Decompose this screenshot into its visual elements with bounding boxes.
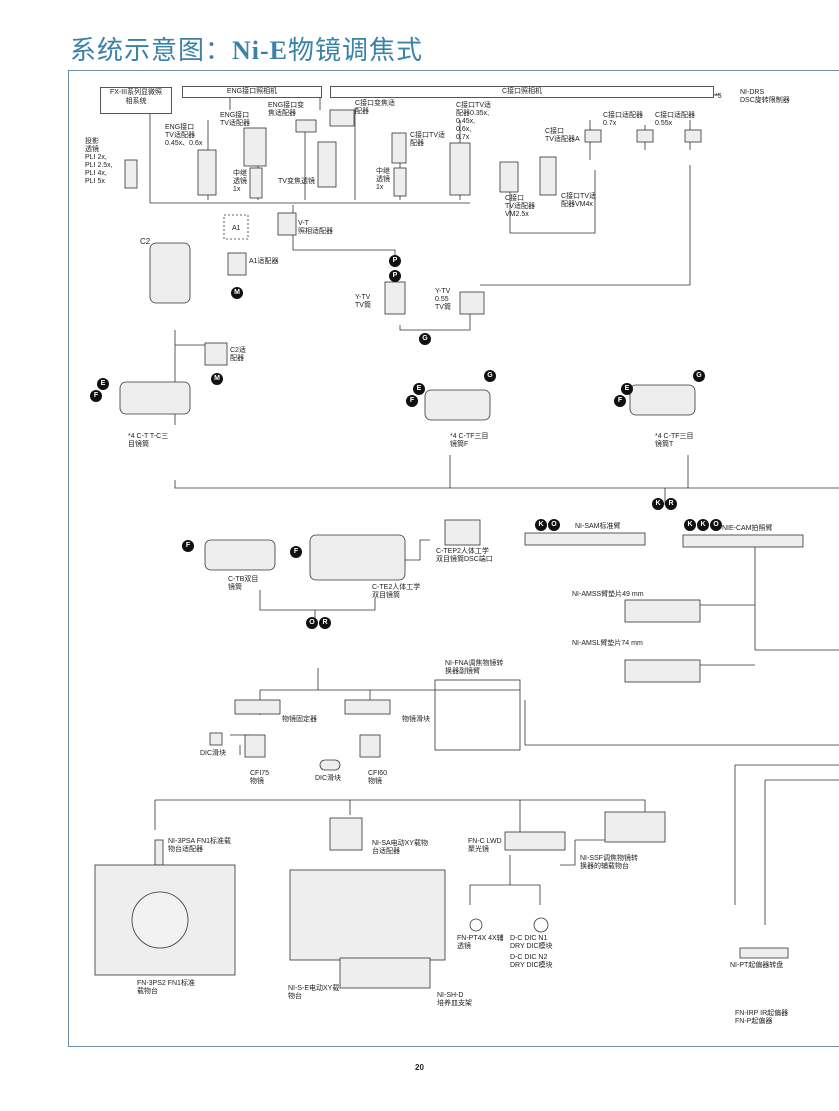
fn-irp-label: FN-IRP IR起偏器 FN-P起偏器 <box>735 1010 789 1025</box>
badge-o-3: O <box>306 617 318 629</box>
badge-p-2: P <box>389 270 401 282</box>
ni-se-label: NI-S-E电动XY载 物台 <box>288 985 340 1000</box>
page-title: 系统示意图：Ni-E物镜调焦式 <box>70 36 424 66</box>
badge-k-2: K <box>535 519 547 531</box>
fn-c-lwd-label: FN-C LWD 聚光镜 <box>468 838 502 853</box>
dic-slider-2-label: DIC滑块 <box>315 775 342 782</box>
badge-e-1: E <box>97 378 109 390</box>
badge-g-2: G <box>484 370 496 382</box>
badge-m-2: M <box>211 373 223 385</box>
c2-label: C2 <box>140 237 151 246</box>
badge-f-1: F <box>90 390 102 402</box>
y-tv-label: Y-TV TV筒 <box>355 294 371 309</box>
diagram-frame <box>68 70 839 1047</box>
badge-r-1: R <box>665 498 677 510</box>
ni-amss-label: NI-AMSS臂垫片49 mm <box>572 591 644 598</box>
badge-f-4: F <box>182 540 194 552</box>
obj-slider-label: 物镜滑块 <box>402 716 430 723</box>
eng-camera-header: ENG接口照相机 <box>182 86 322 98</box>
page-number: 20 <box>415 1063 424 1072</box>
c2-adapter-label: C2适 配器 <box>230 347 246 362</box>
c-zoom-adapter-label: C接口变焦适 配器 <box>355 100 396 115</box>
badge-g-3: G <box>693 370 705 382</box>
tv-zoom-lens-label: TV变焦透镜 <box>278 178 315 185</box>
badge-k-3: K <box>684 519 696 531</box>
ctt-tc-label: *4 C-T T-C三 目镜筒 <box>128 433 169 448</box>
badge-k-1: K <box>652 498 664 510</box>
ni-pt-label: NI-PT起偏器转盘 <box>730 962 784 969</box>
badge-o-2: O <box>710 519 722 531</box>
c-adapter-055-label: C接口适配器 0.55x <box>655 112 696 127</box>
badge-k-4: K <box>697 519 709 531</box>
ni-amsl-label: NI-AMSL臂垫片74 mm <box>572 640 643 647</box>
badge-e-2: E <box>413 383 425 395</box>
eng-tv-adapter2-label: ENG接口 TV适配器 <box>220 112 250 127</box>
cfi60-label: CFI60 物镜 <box>368 770 388 785</box>
badge-f-2: F <box>406 395 418 407</box>
c-tv-adapter-multi-label: C接口TV适 配器0.35x, 0.45x, 0.6x, 0.7x <box>456 102 491 141</box>
dc-dic-n2-label: D-C DIC N2 DRY DIC模块 <box>510 954 553 969</box>
ni-3psa-label: NI-3PSA FN1标准载 物台适配器 <box>168 838 232 853</box>
badge-m-1: M <box>231 287 243 299</box>
c-tv-vm4-label: C接口TV适 配器VM4x <box>561 193 596 208</box>
fx3-system-header: FX-III系列显微照 相系统 <box>100 87 172 114</box>
dc-dic-n1-label: D-C DIC N1 DRY DIC模块 <box>510 935 553 950</box>
relay-lens-1-label: 中继 透镜 1x <box>233 170 247 193</box>
c-tep2-label: C-TEP2人体工学 双目镜筒DSC端口 <box>436 548 493 563</box>
c-tv-vm25-label: C接口 TV适配器 VM2.5x <box>505 195 535 218</box>
vt-adapter-label: V-T 照相适配器 <box>298 220 333 235</box>
eng-tv-adapter-label: ENG接口 TV适配器 0.45x、0.6x <box>165 124 203 147</box>
nie-cam-label: NIE-CAM拍照臂 <box>722 525 773 532</box>
badge-g-1: G <box>419 333 431 345</box>
fn-pt4x-label: FN-PT4X 4X辅 透镜 <box>457 935 504 950</box>
c-tb-label: C-TB双目 镜筒 <box>228 576 259 591</box>
ni-sa-label: NI-SA电动XY载物 台适配器 <box>372 840 429 855</box>
dic-slider-1-label: DIC滑块 <box>200 750 227 757</box>
eng-zoom-adapter-label: ENG接口变 焦适配器 <box>268 102 305 117</box>
badge-f-3: F <box>614 395 626 407</box>
c-tv-adapter-a-label: C接口 TV适配器A <box>545 128 580 143</box>
ni-drs-label: NI-DRS DSC旋转限制器 <box>740 89 790 104</box>
badge-f-5: F <box>290 546 302 558</box>
badge-o-1: O <box>548 519 560 531</box>
cfi75-label: CFI75 物镜 <box>250 770 270 785</box>
ni-fna-label: NI-FNA调焦物镜转 换器副镜臂 <box>445 660 504 675</box>
ni-shd-label: NI-SH-D 培养皿支架 <box>437 992 472 1007</box>
ctf-t-label: *4 C-TF三目 镜筒T <box>655 433 694 448</box>
obj-holder-label: 物镜固定器 <box>282 716 317 723</box>
badge-r-2: R <box>319 617 331 629</box>
c-adapter-07-label: C接口适配器 0.7x <box>603 112 644 127</box>
projection-lens-label: 投影 透镜 PLI 2x, PLI 2.5x, PLI 4x, PLI 5x <box>85 138 113 185</box>
y-tv-055-label: Y-TV 0.55 TV筒 <box>435 288 451 311</box>
c-tv-adapter-label: C接口TV适 配器 <box>410 132 445 147</box>
c-mount-camera-header: C接口照相机 <box>330 86 714 98</box>
badge-e-3: E <box>621 383 633 395</box>
ctf-f-label: *4 C-TF三目 镜筒F <box>450 433 489 448</box>
c-te2-label: C-TE2人体工学 双目镜筒 <box>372 584 421 599</box>
a1-adapter-label: A1适配器 <box>249 258 279 265</box>
badge-p-1: P <box>389 255 401 267</box>
star5-note: *5 <box>715 93 722 100</box>
a1-box-label: A1 <box>232 225 241 232</box>
relay-lens-2-label: 中继 透镜 1x <box>376 168 390 191</box>
ni-sam-label: NI-SAM标准臂 <box>575 523 621 530</box>
fn-3ps2-label: FN-3PS2 FN1标准 载物台 <box>137 980 195 995</box>
ni-ssf-label: NI-SSF调焦物镜转 换器的辅载物台 <box>580 855 638 870</box>
